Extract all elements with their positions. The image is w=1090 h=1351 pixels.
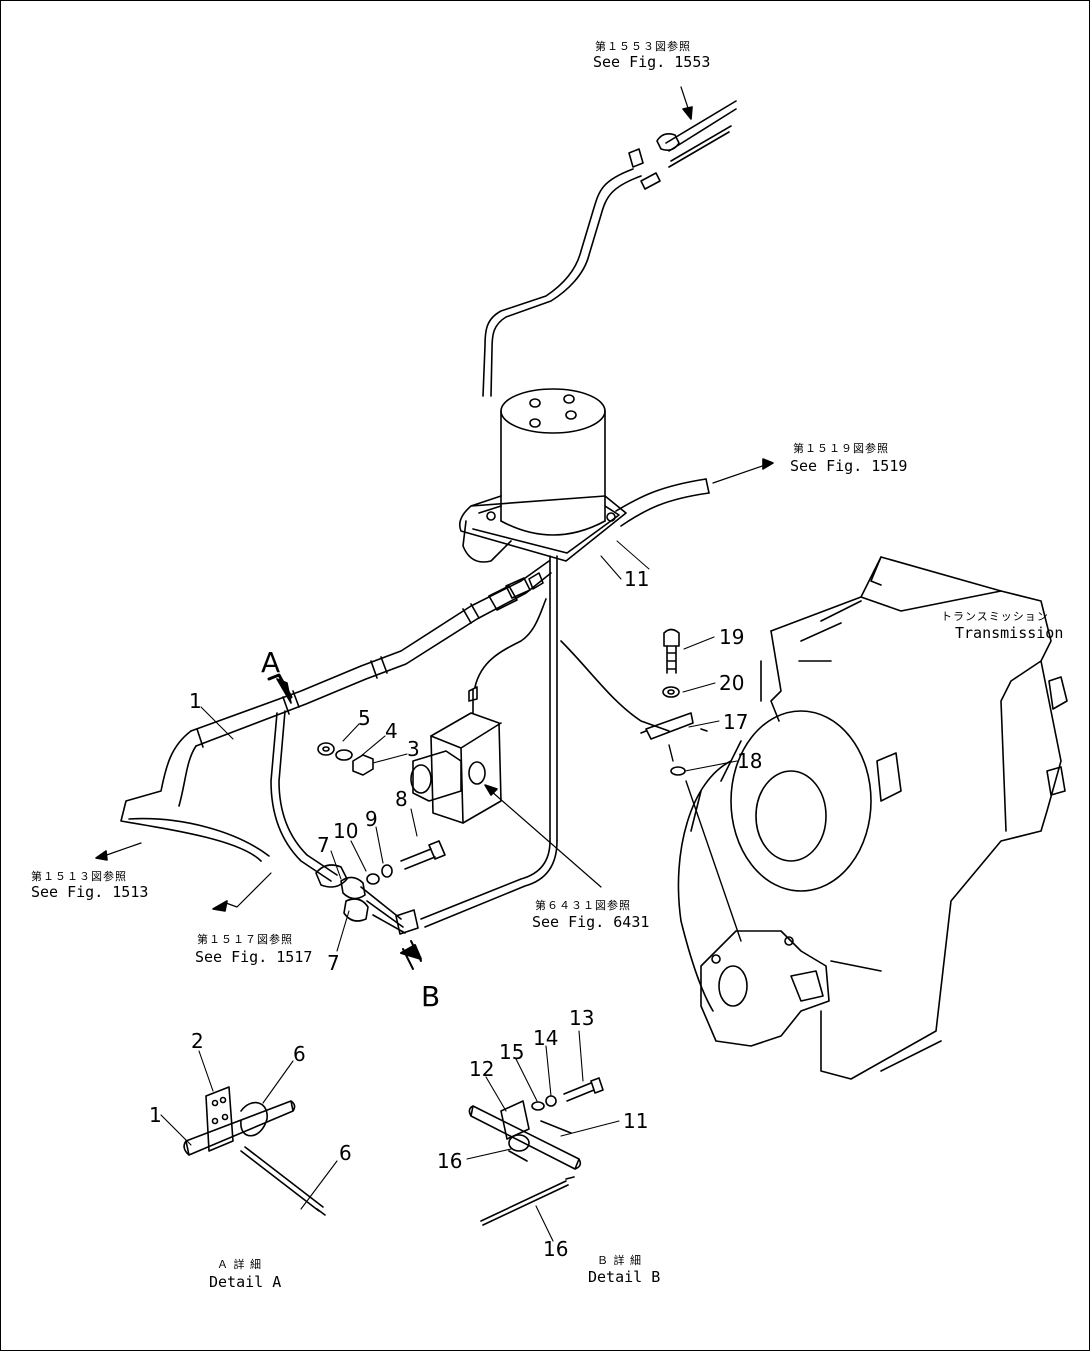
callout-5: 5 [358, 706, 371, 730]
lower-harness [270, 710, 419, 935]
valve-block [410, 598, 670, 824]
ref-1519-jp: 第１５１９図参照 [793, 442, 889, 455]
transmission-label-jp: トランスミッション [941, 610, 1049, 623]
detail-a-drawing [183, 1086, 326, 1216]
callout-7-upper: 7 [317, 833, 330, 857]
ref-1553-en: See Fig. 1553 [593, 53, 711, 71]
solenoid-unit [458, 388, 627, 563]
ref-1517-jp: 第１５１７図参照 [197, 933, 293, 946]
detail-a-callout-2: 2 [191, 1029, 204, 1053]
wire-harness-upper [482, 168, 642, 397]
callout-4: 4 [385, 719, 398, 743]
sensor-parts [640, 628, 742, 942]
loose-parts [317, 742, 446, 885]
leader-lines [160, 555, 738, 1242]
ref-1519-en: See Fig. 1519 [790, 457, 908, 475]
callout-20: 20 [719, 671, 745, 695]
ref-1517-en: See Fig. 1517 [195, 948, 313, 966]
detail-b-callout-15: 15 [499, 1040, 525, 1064]
ref-1513-jp: 第１５１３図参照 [31, 870, 127, 883]
view-marker-b: B [421, 980, 441, 1013]
callout-8: 8 [395, 787, 408, 811]
detail-b-drawing [468, 1077, 604, 1226]
detail-a-caption-en: Detail A [209, 1273, 282, 1291]
detail-b-callout-16: 16 [437, 1149, 463, 1173]
hose-right [615, 458, 774, 527]
vertical-rods [420, 555, 558, 928]
pointer-arrows [95, 86, 693, 970]
callout-10: 10 [333, 819, 359, 843]
detail-b-callout-13: 13 [569, 1006, 595, 1030]
callout-17: 17 [723, 710, 749, 734]
detail-a-caption-jp: Ａ 詳 細 [217, 1258, 262, 1271]
detail-a-callout-1: 1 [149, 1103, 162, 1127]
callout-3: 3 [407, 737, 420, 761]
upper-connector [628, 100, 737, 190]
detail-b-callout-16b: 16 [543, 1237, 569, 1261]
transmission-housing [677, 556, 1068, 1080]
detail-b-caption-jp: Ｂ 詳 細 [597, 1254, 642, 1267]
callout-9: 9 [365, 807, 378, 831]
detail-b-callout-14: 14 [533, 1026, 559, 1050]
detail-b-callout-12: 12 [469, 1057, 495, 1081]
detail-a-callout-6b: 6 [339, 1141, 352, 1165]
callout-11: 11 [624, 567, 650, 591]
ref-1553-jp: 第１５５３図参照 [595, 40, 691, 53]
callout-1: 1 [189, 689, 202, 713]
callout-19: 19 [719, 625, 745, 649]
ref-6431-en: See Fig. 6431 [532, 913, 650, 931]
detail-b-caption-en: Detail B [588, 1268, 661, 1286]
transmission-label-en: Transmission [955, 624, 1064, 642]
detail-b-callout-11: 11 [623, 1109, 649, 1133]
callout-18: 18 [737, 749, 763, 773]
callout-7-lower: 7 [327, 951, 340, 975]
ref-1513-en: See Fig. 1513 [31, 883, 149, 901]
ref-6431-jp: 第６４３１図参照 [535, 899, 631, 912]
view-marker-a: A [261, 646, 281, 679]
detail-a-callout-6: 6 [293, 1042, 306, 1066]
main-harness [120, 560, 552, 862]
